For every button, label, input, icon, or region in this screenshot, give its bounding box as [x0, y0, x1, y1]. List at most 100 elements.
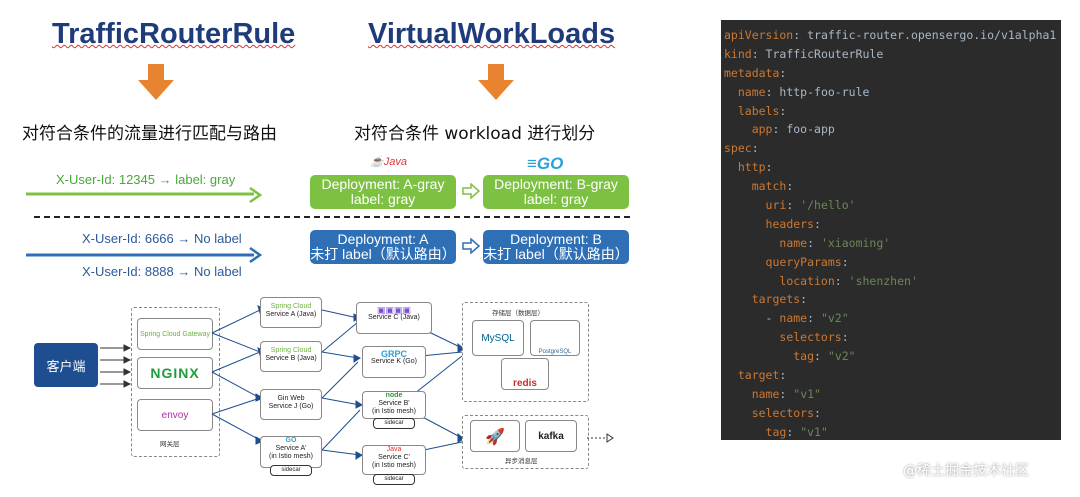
code-token	[724, 330, 779, 344]
code-line: location: 'shenzhen'	[721, 272, 1061, 291]
middle-subtitle: 对符合条件 workload 进行划分	[354, 124, 596, 144]
code-line: - name: "v2"	[721, 309, 1061, 328]
virtual-workloads-title: VirtualWorkLoads	[368, 18, 616, 50]
code-line: targets:	[721, 290, 1061, 309]
code-token: :	[786, 198, 801, 213]
code-token: location	[779, 273, 835, 288]
code-line: target:	[721, 366, 1061, 385]
deployment-b-default: Deployment: B 未打 label（默认路由）	[483, 230, 629, 264]
code-token: :	[751, 141, 759, 156]
code-token: :	[786, 424, 801, 439]
code-token	[724, 85, 738, 99]
route-arrow-gray	[26, 187, 263, 203]
go-logo: ≡GO	[527, 154, 564, 173]
nginx-gateway: NGINX	[137, 357, 213, 389]
code-token	[724, 160, 738, 174]
yaml-code-panel: apiVersion: traffic-router.opensergo.io/…	[721, 20, 1061, 440]
envoy-gateway: envoy	[137, 399, 213, 431]
code-token: : TrafficRouterRule	[751, 46, 884, 61]
code-token: queryParams	[765, 254, 842, 269]
code-token: metadata	[724, 65, 780, 80]
code-token	[724, 425, 766, 439]
code-token: "v1"	[793, 386, 821, 401]
code-token: :	[779, 103, 787, 118]
code-line: app: foo-app	[721, 120, 1061, 139]
code-token: : foo-app	[772, 122, 835, 137]
code-token: apiVersion	[724, 28, 794, 42]
code-token: name	[779, 235, 808, 250]
rocket-icon: 🚀	[485, 426, 505, 446]
client-arrows	[100, 344, 132, 388]
code-token: tag	[765, 424, 787, 439]
down-arrow-left	[138, 64, 174, 100]
code-token: : traffic-router.opensergo.io/v1alpha1	[793, 28, 1057, 42]
separator-line	[34, 216, 630, 218]
code-line: uri: '/hello'	[721, 196, 1061, 215]
route-label-gray: X-User-Id: 12345 → label: gray	[56, 172, 236, 187]
arrow-default-row	[462, 238, 480, 254]
sidecar-a-prime: sidecar	[270, 465, 312, 476]
code-line: name: http-foo-rule	[721, 83, 1061, 102]
code-token: labels	[737, 103, 780, 118]
spring-cloud-gateway: Spring Cloud Gateway	[137, 318, 213, 350]
code-token	[724, 387, 752, 401]
code-token: :	[765, 160, 773, 175]
deployment-a-gray: Deployment: A-gray label: gray	[310, 175, 456, 209]
code-token	[724, 255, 766, 269]
code-token: :	[814, 216, 821, 231]
code-token	[724, 236, 779, 250]
service-k-go: GRPC Service K (Go)	[362, 346, 426, 378]
code-line: selectors:	[721, 328, 1061, 347]
code-token: name	[779, 311, 808, 326]
service-c-prime: Java Service C' (in Istio mesh)	[362, 445, 426, 475]
code-token	[724, 104, 738, 118]
sidecar-c-prime: sidecar	[373, 474, 415, 485]
service-b-java: Spring Cloud Service B (Java)	[260, 341, 322, 372]
route-label-8888: X-User-Id: 8888 → No label	[82, 264, 242, 279]
service-a-java: Spring Cloud Service A (Java)	[260, 297, 322, 328]
code-token	[724, 292, 752, 306]
code-token: :	[779, 368, 787, 383]
code-token	[724, 198, 766, 212]
code-token: 'shenzhen'	[848, 273, 918, 288]
redis-db: redis	[501, 358, 549, 390]
code-token: :	[786, 179, 794, 194]
code-token: selectors	[779, 330, 842, 345]
code-token: match	[751, 179, 787, 194]
code-token: target	[737, 368, 780, 383]
route-label-6666: X-User-Id: 6666 → No label	[82, 231, 242, 246]
code-token: :	[841, 330, 849, 345]
code-token: :	[779, 386, 794, 401]
mq-out-arrow	[587, 433, 614, 443]
client-box: 客户端	[34, 343, 98, 387]
code-token: headers	[765, 216, 815, 231]
code-token: :	[800, 292, 808, 307]
deployment-a-default: Deployment: A 未打 label（默认路由）	[310, 230, 456, 264]
code-token: -	[724, 311, 780, 326]
code-line: apiVersion: traffic-router.opensergo.io/…	[721, 26, 1061, 45]
mysql-db: MySQL	[472, 320, 524, 356]
code-token: selectors	[751, 405, 815, 420]
code-token: spec	[724, 141, 752, 156]
service-a-prime: GO Service A' (in Istio mesh)	[260, 436, 322, 468]
code-token	[724, 368, 738, 382]
code-line: name: "v1"	[721, 385, 1061, 404]
watermark: @稀土掘金技术社区	[903, 463, 1029, 479]
code-token: :	[779, 65, 787, 80]
code-token	[724, 217, 766, 231]
left-subtitle: 对符合条件的流量进行匹配与路由	[22, 124, 277, 144]
kafka-mq: kafka	[525, 420, 577, 452]
code-line: queryParams:	[721, 253, 1061, 272]
postgresql-db: PostgreSQL	[530, 320, 580, 356]
code-line: kind: TrafficRouterRule	[721, 45, 1061, 64]
code-token: "v2"	[820, 311, 849, 326]
code-line: metadata:	[721, 64, 1061, 83]
code-token: "v2"	[827, 349, 856, 364]
deployment-b-gray: Deployment: B-gray label: gray	[483, 175, 629, 209]
code-token: targets	[751, 292, 801, 307]
code-token: kind	[724, 46, 752, 61]
code-line: spec:	[721, 139, 1061, 158]
code-token: uri	[765, 198, 787, 213]
code-token: : http-foo-rule	[765, 84, 870, 99]
code-token: :	[834, 273, 849, 288]
